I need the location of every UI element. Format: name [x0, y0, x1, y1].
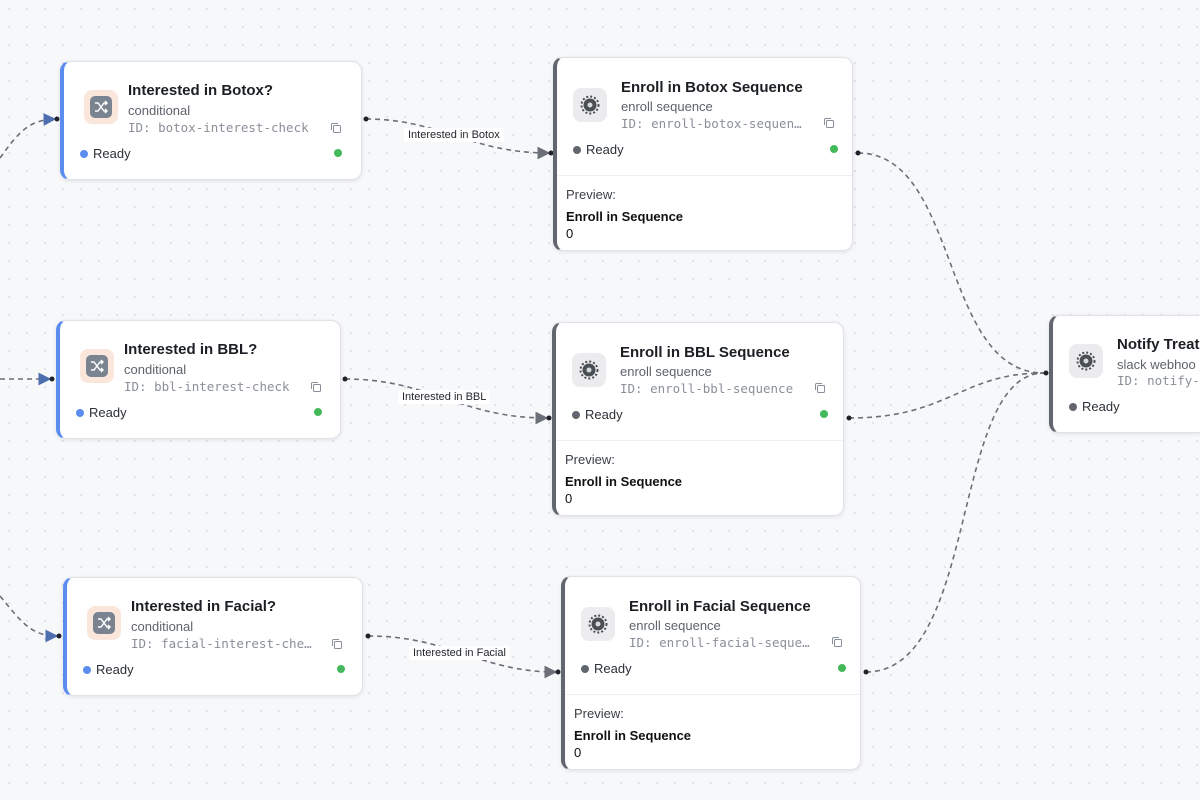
- preview-value: 0: [566, 226, 574, 241]
- status-text: Ready: [585, 407, 623, 422]
- edge-label-facial: Interested in Facial: [409, 646, 510, 660]
- status-text: Ready: [93, 146, 131, 161]
- status-dot: [83, 665, 91, 674]
- edge-enroll-botox-to-notify: [857, 152, 1045, 374]
- node-title: Interested in Botox?: [128, 82, 274, 99]
- copy-icon[interactable]: [330, 122, 342, 134]
- copy-icon[interactable]: [823, 117, 835, 129]
- node-icon-box: [581, 607, 615, 641]
- node-type: enroll sequence: [629, 618, 721, 633]
- node-bbl-interest-check[interactable]: Interested in BBL? conditional ID: bbl-i…: [56, 320, 341, 439]
- node-enroll-facial-sequence[interactable]: Enroll in Facial Sequence enroll sequenc…: [561, 576, 861, 770]
- node-status: Ready: [1069, 399, 1120, 414]
- node-title: Notify Treat: [1117, 336, 1200, 353]
- node-icon-box: [1069, 344, 1103, 378]
- preview-label: Preview:: [574, 706, 624, 721]
- node-id: ID: botox-interest-check: [128, 120, 309, 135]
- shuffle-icon: [93, 612, 115, 634]
- node-type: enroll sequence: [621, 99, 713, 114]
- shuffle-icon: [86, 355, 108, 377]
- node-enroll-botox-sequence[interactable]: Enroll in Botox Sequence enroll sequence…: [553, 57, 853, 251]
- edge-label-bbl: Interested in BBL: [398, 390, 491, 404]
- node-type: slack webhoo: [1117, 357, 1196, 372]
- node-title: Enroll in Botox Sequence: [621, 79, 803, 96]
- status-text: Ready: [594, 661, 632, 676]
- status-dot: [581, 664, 589, 673]
- health-indicator: [337, 665, 345, 673]
- preview-label: Preview:: [566, 187, 616, 202]
- node-title: Enroll in Facial Sequence: [629, 598, 811, 615]
- node-preview: Preview: Enroll in Sequence 0: [556, 440, 843, 515]
- node-notify-slack[interactable]: Notify Treat slack webhoo ID: notify- Re…: [1049, 315, 1200, 433]
- edge-label-botox: Interested in Botox: [404, 128, 504, 142]
- node-id: ID: enroll-bbl-sequence: [620, 381, 794, 396]
- status-dot: [76, 408, 84, 417]
- preview-title: Enroll in Sequence: [566, 209, 684, 224]
- node-type: conditional: [128, 103, 191, 118]
- edge-enroll-bbl-to-notify: [848, 372, 1045, 419]
- node-id: ID: enroll-botox-sequen…: [621, 116, 802, 131]
- node-status: Ready: [76, 405, 127, 420]
- node-botox-interest-check[interactable]: Interested in Botox? conditional ID: bot…: [60, 61, 362, 180]
- node-icon-box: [84, 90, 118, 124]
- node-title: Interested in Facial?: [131, 598, 277, 615]
- status-dot: [80, 149, 88, 158]
- node-type: conditional: [124, 362, 187, 377]
- node-status: Ready: [581, 661, 632, 676]
- node-icon-box: [572, 353, 606, 387]
- edge-enroll-facial-to-notify: [865, 372, 1045, 673]
- gear-icon: [587, 613, 609, 635]
- preview-value: 0: [574, 745, 582, 760]
- node-icon-box: [87, 606, 121, 640]
- node-icon-box: [80, 349, 114, 383]
- status-text: Ready: [586, 142, 624, 157]
- node-status: Ready: [572, 407, 623, 422]
- status-text: Ready: [96, 662, 134, 677]
- node-preview: Preview: Enroll in Sequence 0: [565, 694, 860, 769]
- gear-icon: [579, 94, 601, 116]
- node-id: ID: bbl-interest-check: [124, 379, 290, 394]
- status-dot: [572, 410, 580, 419]
- node-id: ID: facial-interest-che…: [131, 636, 312, 651]
- health-indicator: [830, 145, 838, 153]
- copy-icon[interactable]: [310, 381, 322, 393]
- preview-label: Preview:: [565, 452, 615, 467]
- status-dot: [1069, 402, 1077, 411]
- gear-icon: [1075, 350, 1097, 372]
- node-type: enroll sequence: [620, 364, 712, 379]
- copy-icon[interactable]: [831, 636, 843, 648]
- copy-icon[interactable]: [814, 382, 826, 394]
- node-id: ID: notify-: [1117, 373, 1200, 388]
- node-enroll-bbl-sequence[interactable]: Enroll in BBL Sequence enroll sequence I…: [552, 322, 844, 516]
- node-status: Ready: [573, 142, 624, 157]
- edge-incoming-facial: [0, 595, 59, 643]
- node-status: Ready: [83, 662, 134, 677]
- preview-value: 0: [565, 491, 573, 506]
- node-preview: Preview: Enroll in Sequence 0: [557, 175, 852, 250]
- edge-facial-to-enroll: [367, 635, 558, 679]
- preview-title: Enroll in Sequence: [574, 728, 692, 743]
- gear-icon: [578, 359, 600, 381]
- node-facial-interest-check[interactable]: Interested in Facial? conditional ID: fa…: [63, 577, 363, 696]
- status-dot: [573, 145, 581, 154]
- health-indicator: [314, 408, 322, 416]
- health-indicator: [334, 149, 342, 157]
- status-text: Ready: [89, 405, 127, 420]
- node-status: Ready: [80, 146, 131, 161]
- preview-title: Enroll in Sequence: [565, 474, 683, 489]
- node-id: ID: enroll-facial-seque…: [629, 635, 810, 650]
- health-indicator: [838, 664, 846, 672]
- node-type: conditional: [131, 619, 194, 634]
- shuffle-icon: [90, 96, 112, 118]
- status-text: Ready: [1082, 399, 1120, 414]
- health-indicator: [820, 410, 828, 418]
- node-title: Enroll in BBL Sequence: [620, 344, 790, 361]
- copy-icon[interactable]: [331, 638, 343, 650]
- node-icon-box: [573, 88, 607, 122]
- edge-incoming-botox: [0, 113, 57, 159]
- node-title: Interested in BBL?: [124, 341, 258, 358]
